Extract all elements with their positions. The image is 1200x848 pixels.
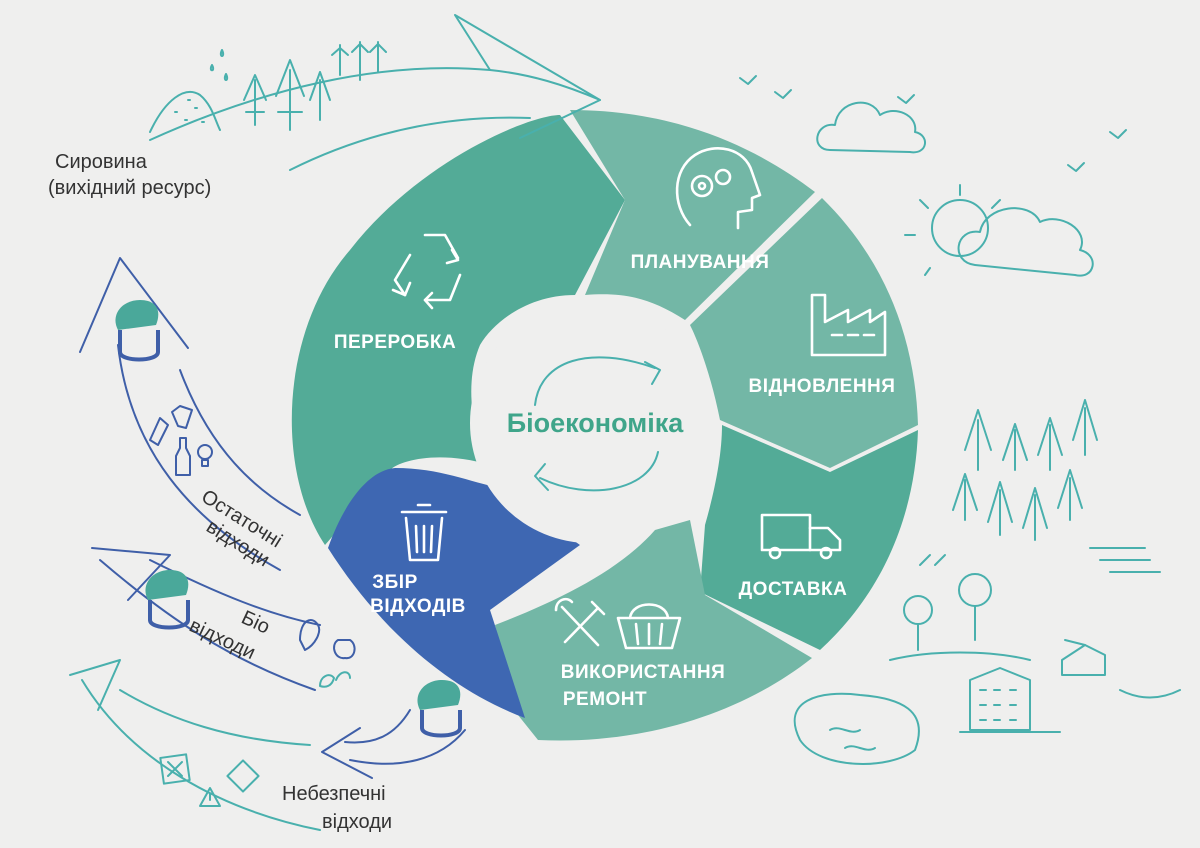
tools-icon: [554, 597, 606, 647]
label-usage-1: ВИКОРИСТАННЯ: [561, 662, 726, 683]
building-icon: [959, 667, 1061, 733]
sketch-lines-icon: [1119, 689, 1181, 699]
segment-processing: [291, 115, 625, 545]
center-title: Біоекономіка: [507, 408, 684, 438]
logo-icon: [417, 680, 462, 738]
hazardous-label-2: відходи: [322, 811, 392, 833]
bulb-icon: [197, 444, 213, 467]
cloud-icon: [816, 101, 926, 154]
bottle-icon: [175, 437, 191, 476]
house-icon: [1061, 639, 1106, 676]
segment-usage: [495, 520, 812, 741]
hill-icon: [149, 90, 221, 133]
forest-icon: [952, 399, 1098, 541]
hazardous-waste-arrow: [69, 659, 321, 831]
logo-icon: [115, 300, 160, 362]
chemical-icon: [159, 753, 191, 785]
logo-icon: [145, 570, 190, 630]
trash-bin-icon: [400, 503, 448, 562]
center-disc: [470, 303, 710, 543]
leaves-icon: [319, 671, 351, 688]
banana-peel-icon: [299, 619, 321, 651]
gears-head-icon: [675, 146, 762, 230]
segment-collection: [328, 468, 580, 718]
label-processing: ПЕРЕРОБКА: [334, 332, 456, 353]
lake-icon: [793, 692, 920, 765]
label-collection-1: ЗБІР: [372, 572, 418, 593]
sun-icon: [904, 184, 1001, 276]
collection-out-arrow: [321, 709, 466, 779]
apple-core-icon: [333, 639, 356, 660]
label-usage-2: РЕМОНТ: [563, 689, 647, 710]
tree-icon: [243, 59, 331, 131]
residual-waste-arrow: [79, 257, 301, 571]
water-drops-icon: [209, 49, 229, 81]
bird-icon: [739, 75, 1127, 172]
label-restoration: ВІДНОВЛЕННЯ: [749, 376, 896, 397]
cycle-arrows-icon: [534, 356, 661, 492]
raw-material-arrow: [149, 14, 601, 171]
hazard-icon: [226, 759, 260, 793]
raw-material-label-1: Сировина: [55, 151, 148, 173]
recycle-icon: [391, 233, 462, 310]
segment-planning: [570, 110, 815, 320]
raw-material-label-2: (вихідний ресурс): [48, 177, 211, 199]
segment-restoration: [690, 198, 918, 468]
label-delivery: ДОСТАВКА: [739, 579, 848, 600]
basket-icon: [616, 603, 682, 650]
plants-icon: [331, 41, 387, 81]
tree-icon: [889, 573, 1031, 661]
label-planning: ПЛАНУВАННЯ: [631, 252, 770, 273]
truck-icon: [760, 513, 842, 560]
ground-lines-icon: [919, 547, 1161, 573]
hazard-icon: [199, 787, 221, 807]
ring: [291, 110, 918, 741]
label-collection-2: ВІДХОДІВ: [370, 596, 466, 617]
factory-icon: [810, 293, 887, 357]
cloud-icon: [957, 207, 1094, 277]
clothes-icon: [149, 405, 193, 446]
hazardous-label-1: Небезпечні: [282, 783, 386, 805]
